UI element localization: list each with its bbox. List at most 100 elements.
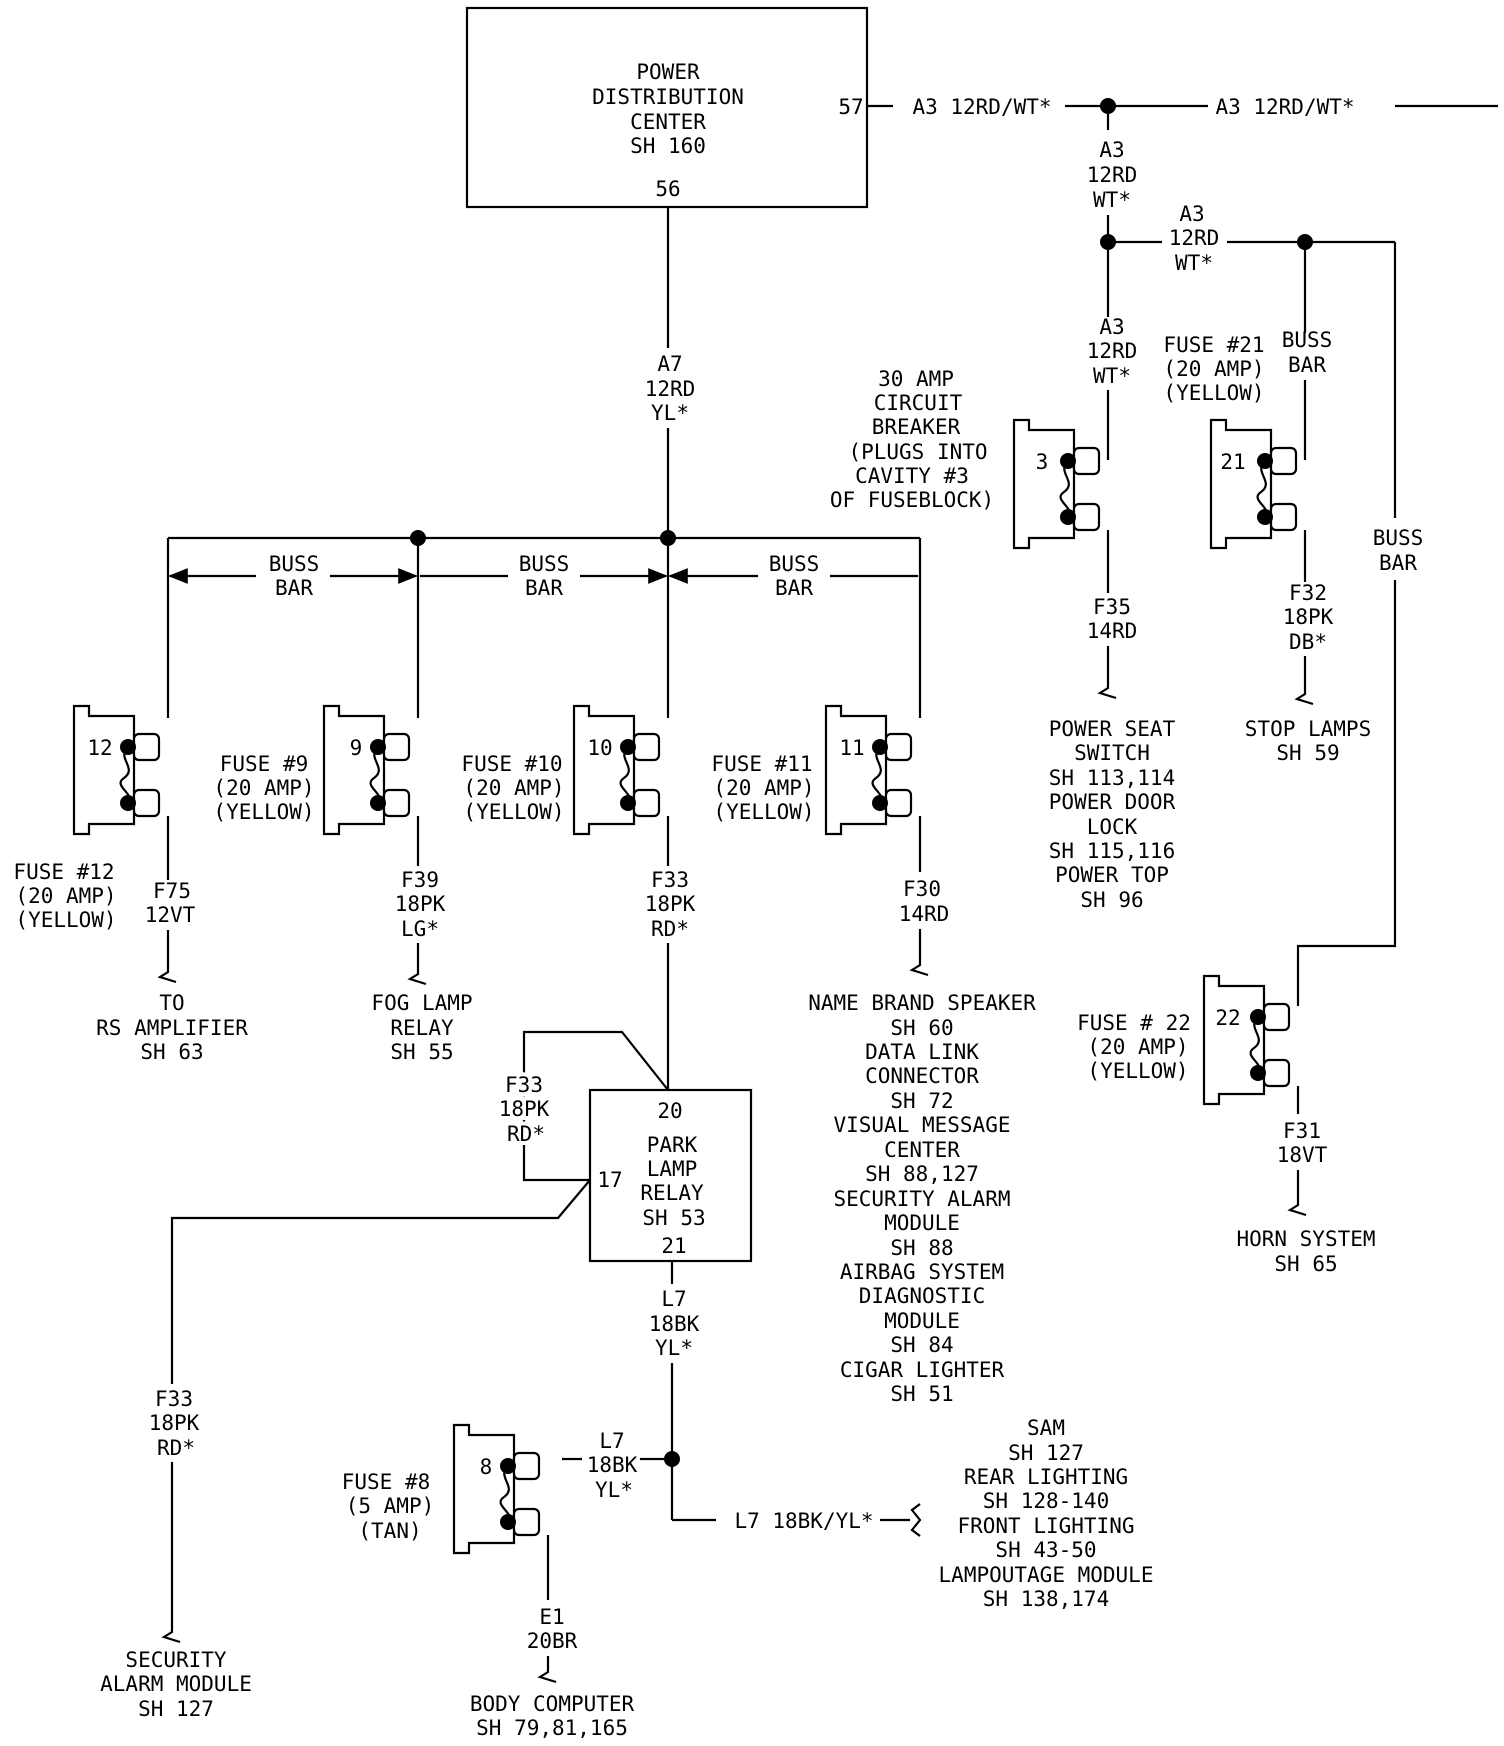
svg-text:FUSE #8: FUSE #8 <box>342 1470 431 1494</box>
svg-text:DISTRIBUTION: DISTRIBUTION <box>592 85 744 109</box>
wire-break-symbol <box>407 943 427 986</box>
svg-text:18PK: 18PK <box>499 1097 550 1121</box>
wire-break-symbol <box>909 929 929 977</box>
svg-text:F31: F31 <box>1283 1119 1321 1143</box>
svg-text:L7: L7 <box>661 1287 686 1311</box>
fuse-8 <box>452 1423 541 1555</box>
fuse-9-number: 9 <box>350 736 363 760</box>
stop-lamps-load: STOP LAMPS SH 59 <box>1245 717 1371 765</box>
svg-text:SH 96: SH 96 <box>1080 888 1143 912</box>
svg-text:VISUAL MESSAGE: VISUAL MESSAGE <box>833 1113 1010 1137</box>
svg-text:WT*: WT* <box>1175 251 1213 275</box>
svg-text:AIRBAG SYSTEM: AIRBAG SYSTEM <box>840 1260 1004 1284</box>
svg-text:A3: A3 <box>1099 315 1124 339</box>
fuse-12-description: FUSE #12 (20 AMP) (YELLOW) <box>13 860 116 932</box>
svg-text:(YELLOW): (YELLOW) <box>15 908 116 932</box>
svg-text:BAR: BAR <box>1288 353 1326 377</box>
svg-text:CIRCUIT: CIRCUIT <box>874 391 963 415</box>
fuse-21-buss-bar-label: BUSS BAR <box>1282 328 1333 377</box>
svg-text:30 AMP: 30 AMP <box>878 367 954 391</box>
svg-text:BAR: BAR <box>1379 551 1417 575</box>
wire-f39-label: F39 18PK LG* <box>395 868 446 941</box>
svg-text:SH 60: SH 60 <box>890 1016 953 1040</box>
svg-text:POWER DOOR: POWER DOOR <box>1049 790 1176 814</box>
fuse-21-number: 21 <box>1220 450 1245 474</box>
fuse-10 <box>572 704 661 836</box>
body-computer-load: BODY COMPUTER SH 79,81,165 <box>470 1692 635 1740</box>
svg-text:BUSS: BUSS <box>769 552 820 576</box>
fuse-11-number: 11 <box>839 736 864 760</box>
wire-f33-relay-label: F33 18PK RD* <box>495 1069 554 1150</box>
fuse-10-number: 10 <box>587 736 612 760</box>
svg-text:LAMPOUTAGE MODULE: LAMPOUTAGE MODULE <box>939 1563 1154 1587</box>
svg-text:HORN SYSTEM: HORN SYSTEM <box>1236 1227 1375 1251</box>
svg-text:L7: L7 <box>599 1429 624 1453</box>
svg-text:TO: TO <box>159 991 184 1015</box>
buss-bar-label-3: BUSS BAR <box>769 552 820 600</box>
svg-text:A7: A7 <box>657 352 682 376</box>
fuse-11-loads: NAME BRAND SPEAKER SH 60 DATA LINK CONNE… <box>808 991 1036 1406</box>
svg-text:12RD: 12RD <box>1169 226 1220 250</box>
svg-text:F75: F75 <box>153 879 191 903</box>
svg-text:18VT: 18VT <box>1277 1143 1328 1167</box>
svg-text:CONNECTOR: CONNECTOR <box>865 1064 979 1088</box>
wire-a3-branch-label: A3 12RD WT* <box>1169 202 1220 275</box>
wire-break-symbol <box>161 1462 181 1644</box>
security-wire <box>170 1179 591 1384</box>
fuse-8-description: FUSE #8 (5 AMP) (TAN) <box>342 1470 435 1543</box>
svg-text:(PLUGS INTO: (PLUGS INTO <box>848 440 987 464</box>
svg-text:18PK: 18PK <box>1283 605 1334 629</box>
relay-pin-21: 21 <box>661 1234 686 1258</box>
svg-text:RD*: RD* <box>157 1436 195 1460</box>
svg-text:(YELLOW): (YELLOW) <box>1163 381 1264 405</box>
svg-text:SH 84: SH 84 <box>890 1333 953 1357</box>
svg-text:CAVITY #3: CAVITY #3 <box>855 464 969 488</box>
svg-text:SH 138,174: SH 138,174 <box>983 1587 1109 1611</box>
fuse-21-description: FUSE #21 (20 AMP) (YELLOW) <box>1163 333 1264 405</box>
buss-bar-label-1: BUSS BAR <box>269 552 320 600</box>
svg-text:SH 53: SH 53 <box>642 1206 705 1230</box>
l7-output-loads: SAM SH 127 REAR LIGHTING SH 128-140 FRON… <box>939 1416 1154 1611</box>
fuse-12 <box>72 704 161 836</box>
horn-system-load: HORN SYSTEM SH 65 <box>1236 1227 1375 1276</box>
svg-text:RD*: RD* <box>651 917 689 941</box>
svg-text:YL*: YL* <box>655 1336 693 1360</box>
svg-text:REAR LIGHTING: REAR LIGHTING <box>964 1465 1128 1489</box>
buss-bar-right-label: BUSS BAR <box>1373 526 1424 575</box>
svg-text:F33: F33 <box>505 1073 543 1097</box>
wire-break-symbol <box>910 1503 922 1537</box>
wire-f75-label: F75 12VT <box>145 879 196 927</box>
svg-text:E1: E1 <box>539 1605 564 1629</box>
svg-text:ALARM MODULE: ALARM MODULE <box>100 1672 252 1696</box>
svg-text:SH 88,127: SH 88,127 <box>865 1162 979 1186</box>
svg-text:SH 88: SH 88 <box>890 1236 953 1260</box>
svg-text:WT*: WT* <box>1093 188 1131 212</box>
svg-text:BREAKER: BREAKER <box>872 415 961 439</box>
svg-text:WT*: WT* <box>1093 364 1131 388</box>
svg-text:12RD: 12RD <box>1087 339 1138 363</box>
svg-text:BUSS: BUSS <box>519 552 570 576</box>
wire-f31-label: F31 18VT <box>1277 1119 1328 1167</box>
svg-text:F39: F39 <box>401 868 439 892</box>
svg-text:FRONT LIGHTING: FRONT LIGHTING <box>957 1514 1134 1538</box>
fuse-11 <box>824 704 913 836</box>
svg-text:SH 128-140: SH 128-140 <box>983 1489 1109 1513</box>
svg-text:RD*: RD* <box>507 1122 545 1146</box>
park-lamp-relay-box <box>588 1088 753 1263</box>
fuse-22-description: FUSE # 22 (20 AMP) (YELLOW) <box>1077 1011 1191 1083</box>
svg-text:LG*: LG* <box>401 917 439 941</box>
power-seat-loads: POWER SEAT SWITCH SH 113,114 POWER DOOR … <box>1049 717 1176 912</box>
svg-text:DIAGNOSTIC: DIAGNOSTIC <box>859 1284 985 1308</box>
svg-text:(TAN): (TAN) <box>358 1519 421 1543</box>
svg-text:18PK: 18PK <box>395 892 446 916</box>
svg-text:14RD: 14RD <box>899 902 950 926</box>
relay-pin-17: 17 <box>597 1168 622 1192</box>
wire-a3-top-right: A3 12RD/WT* <box>1215 95 1354 119</box>
wire-f33-security-label: F33 18PK RD* <box>149 1387 200 1460</box>
fuse-9-description: FUSE #9 (20 AMP) (YELLOW) <box>213 752 314 824</box>
svg-text:SH 113,114: SH 113,114 <box>1049 766 1175 790</box>
fuse-11-description: FUSE #11 (20 AMP) (YELLOW) <box>711 752 814 824</box>
svg-text:SH 55: SH 55 <box>390 1040 453 1064</box>
svg-text:FUSE #21: FUSE #21 <box>1163 333 1264 357</box>
svg-text:DB*: DB* <box>1289 630 1327 654</box>
